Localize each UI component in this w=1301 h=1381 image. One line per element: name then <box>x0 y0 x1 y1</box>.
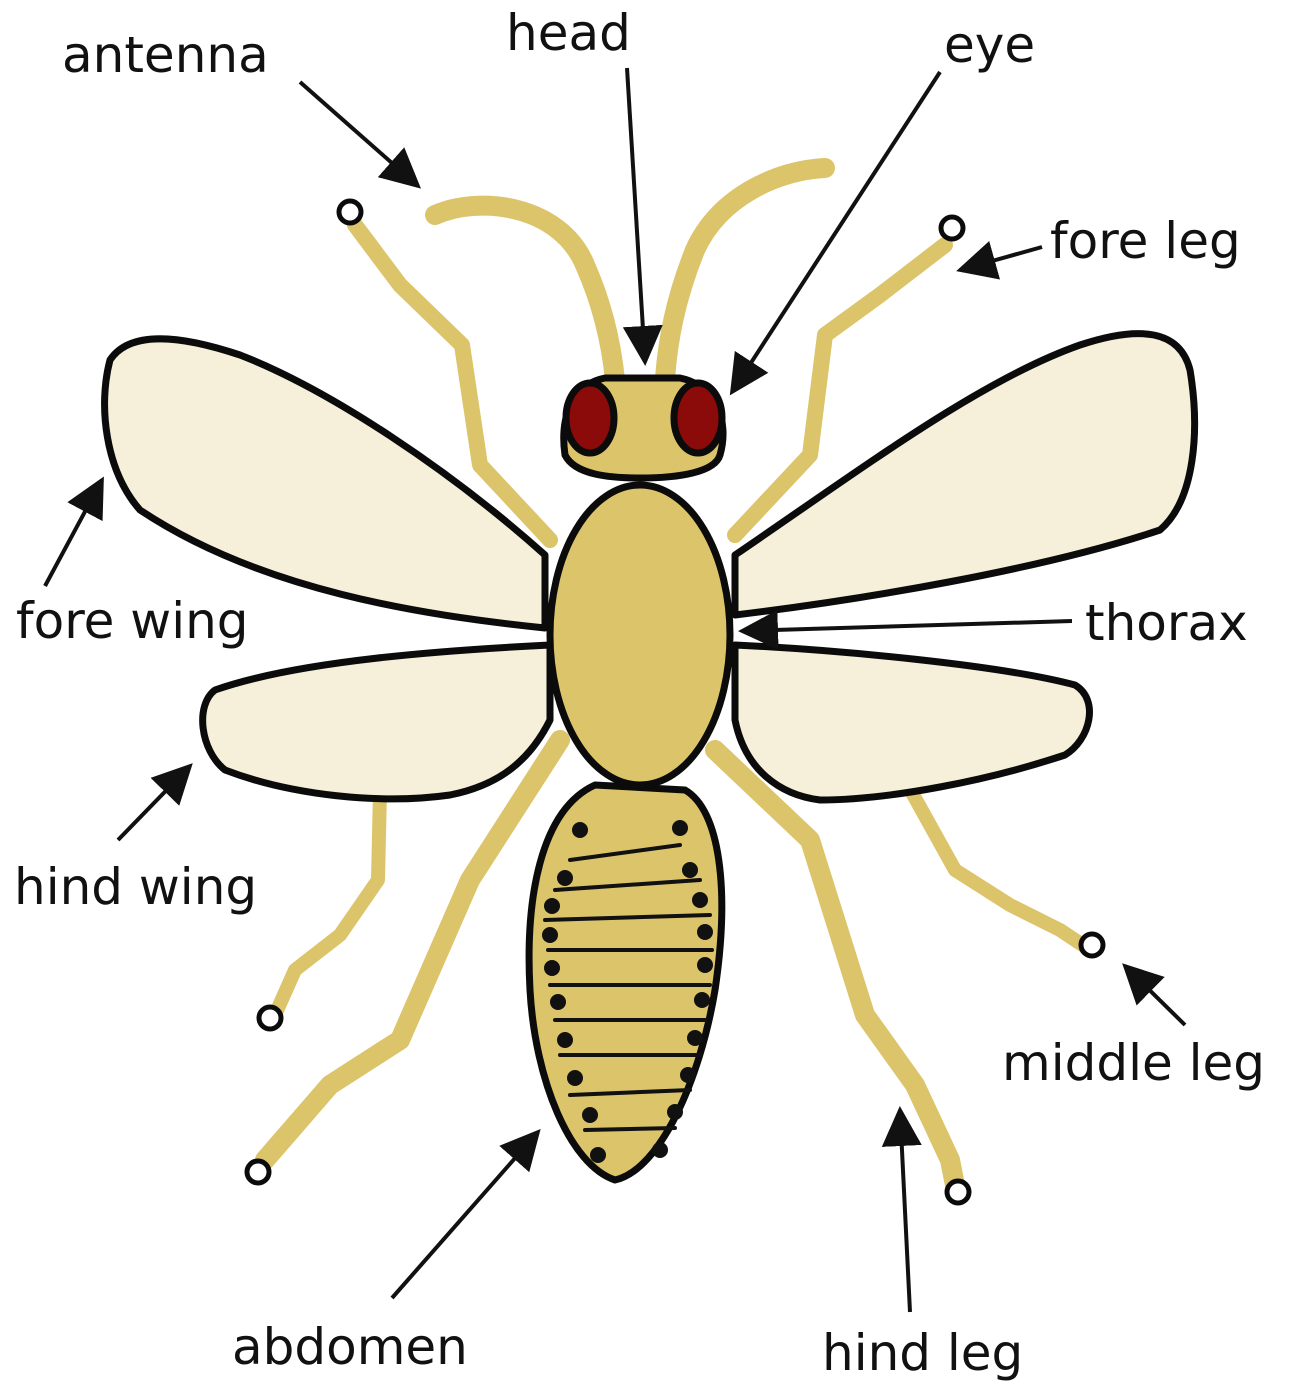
label-middle-leg: middle leg <box>1002 1034 1265 1092</box>
antenna-right <box>665 168 825 378</box>
arrow-hind-leg <box>900 1110 910 1312</box>
label-hind-wing: hind wing <box>14 858 257 916</box>
hind-wing-left <box>203 645 550 799</box>
label-eye: eye <box>944 16 1035 74</box>
label-fore-leg: fore leg <box>1050 212 1241 270</box>
arrow-thorax <box>742 621 1072 631</box>
arrow-middle-leg <box>1125 966 1185 1025</box>
arrow-abdomen <box>392 1132 538 1298</box>
arrow-fore-leg <box>960 247 1042 270</box>
middle-leg-right <box>905 780 1103 956</box>
fore-wing-left <box>105 339 545 628</box>
label-head: head <box>506 4 631 62</box>
eye-left <box>566 383 614 453</box>
label-antenna: antenna <box>62 26 269 84</box>
label-fore-wing: fore wing <box>16 592 249 650</box>
middle-leg-left <box>259 790 380 1029</box>
arrow-antenna <box>300 82 418 186</box>
arrow-eye <box>732 72 940 392</box>
arrow-head <box>627 68 645 362</box>
arrow-fore-wing <box>45 480 102 586</box>
label-abdomen: abdomen <box>232 1318 468 1376</box>
label-thorax: thorax <box>1085 594 1248 652</box>
hind-wing-right <box>735 645 1089 800</box>
arrow-hind-wing <box>118 766 190 840</box>
label-hind-leg: hind leg <box>822 1324 1023 1381</box>
hind-leg-left <box>247 740 560 1183</box>
thorax <box>550 485 730 785</box>
fore-wing-right <box>735 334 1195 615</box>
eye-right <box>674 383 722 453</box>
head <box>564 378 723 478</box>
abdomen <box>529 785 722 1180</box>
